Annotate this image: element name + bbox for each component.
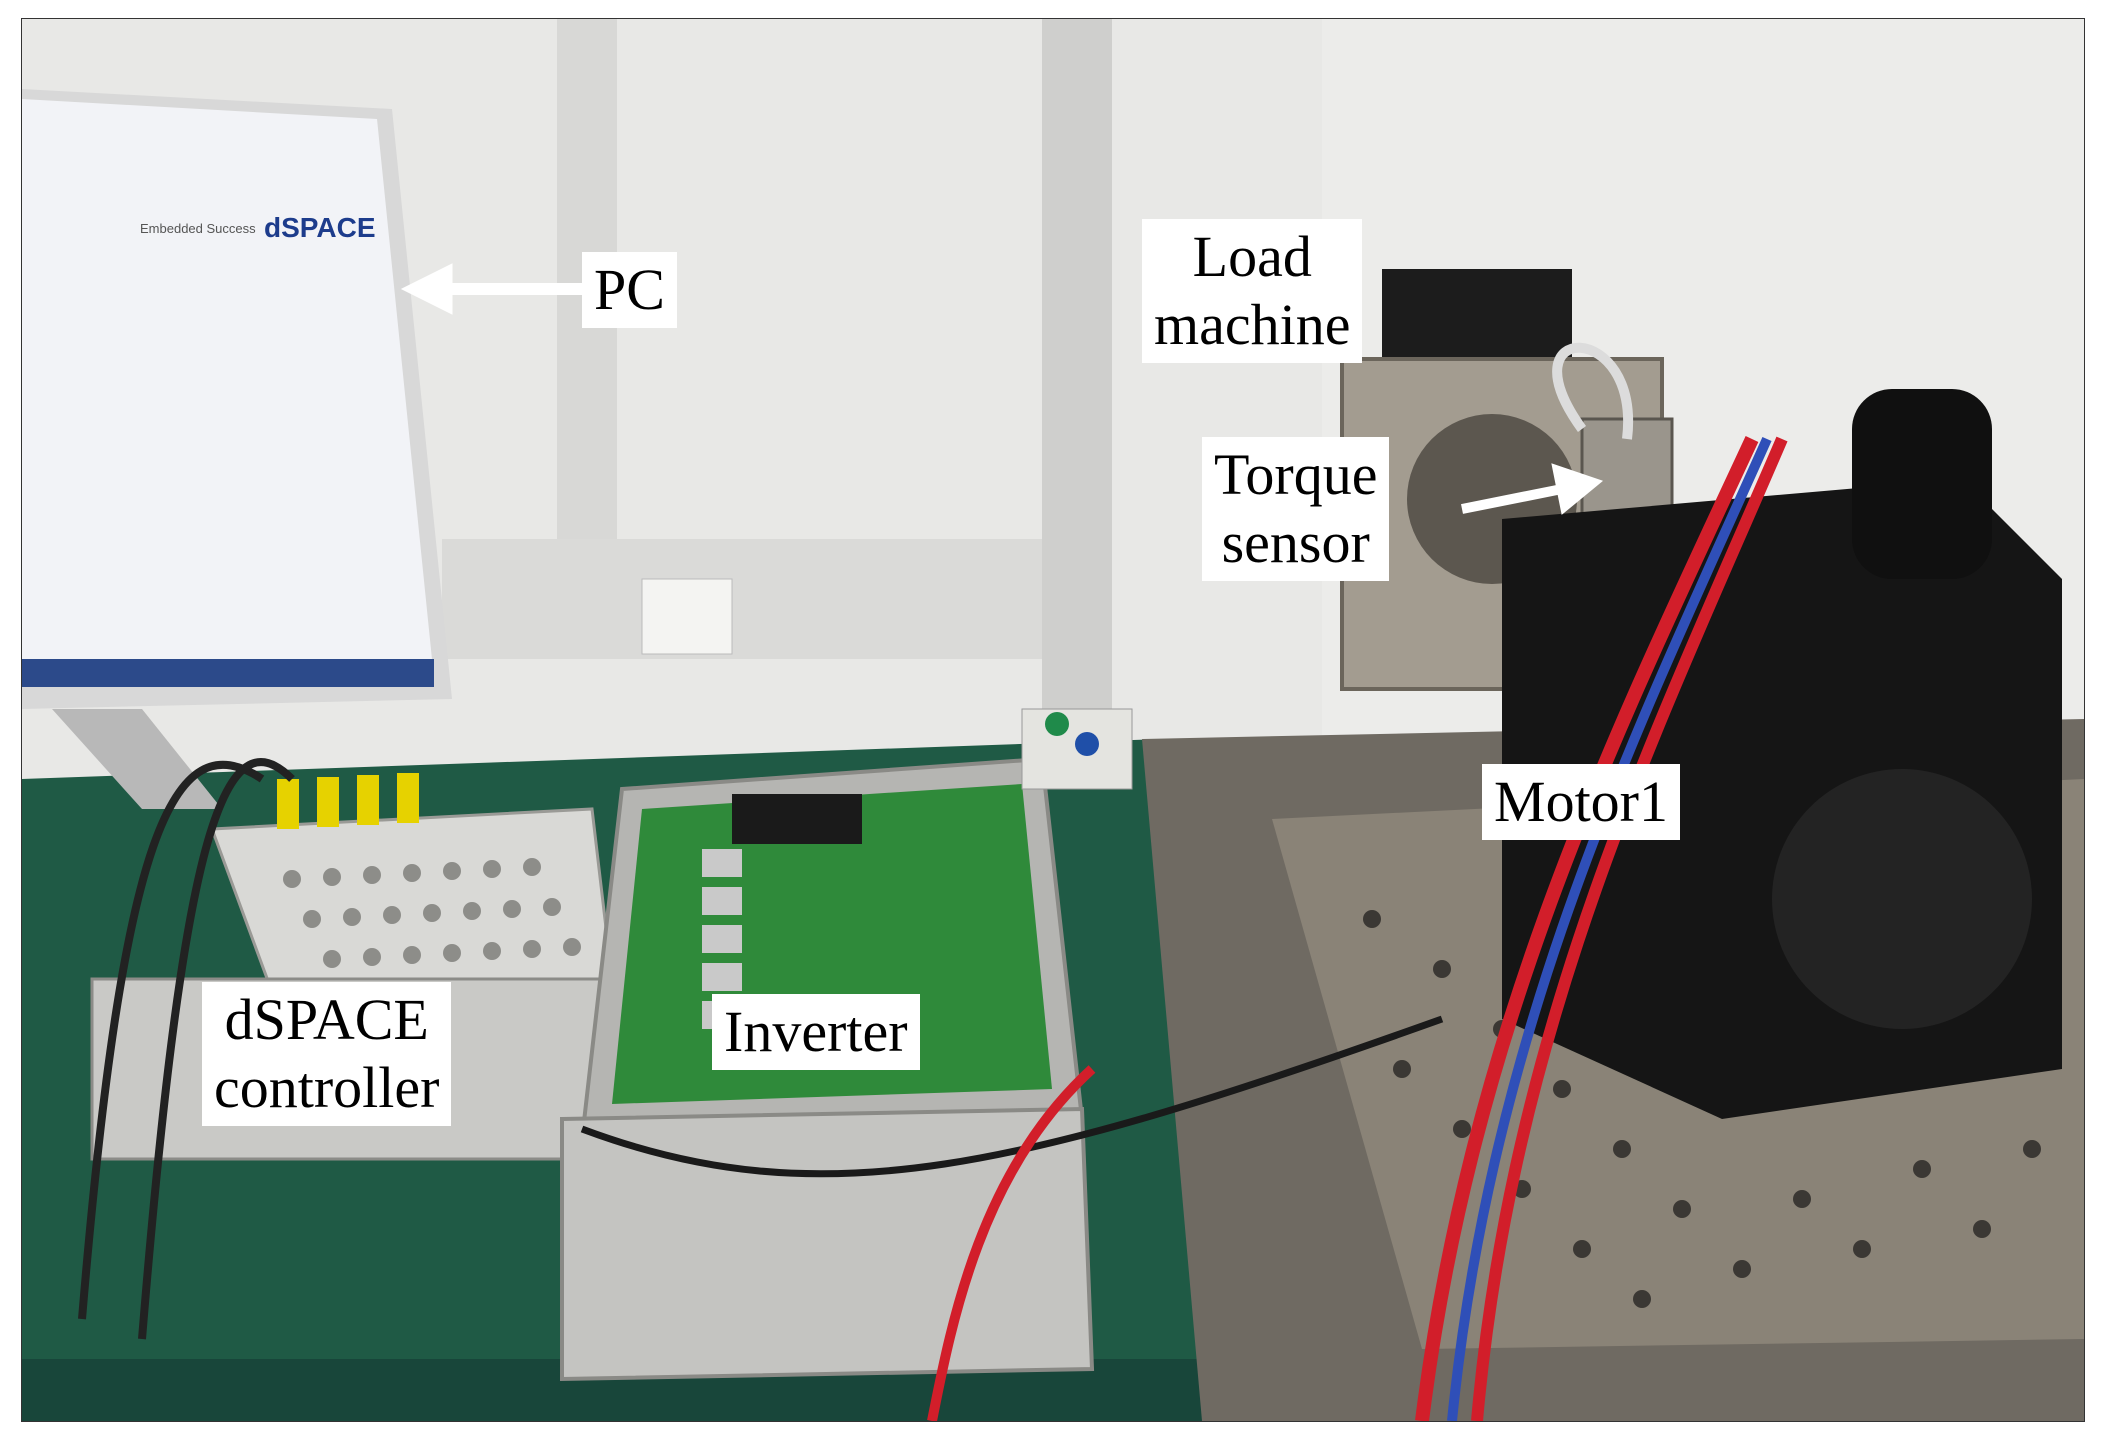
label-torque-sensor-line2: sensor [1221, 510, 1370, 575]
arrow-pc-head [400, 263, 453, 315]
arrow-torque [1461, 484, 1563, 514]
rig-plate-holes [1363, 910, 2041, 1308]
wall-duct [442, 539, 1042, 659]
cable-red-2 [1471, 436, 1788, 1421]
label-load-machine-line2: machine [1154, 292, 1351, 357]
yellow-bnc-plugs [277, 773, 419, 829]
label-torque-sensor: Torque sensor [1202, 437, 1390, 581]
cable-blue [1447, 436, 1772, 1421]
cable-red-1 [1415, 436, 1759, 1421]
monitor-stand [52, 709, 222, 809]
cable-bundle [78, 760, 265, 1320]
label-inverter: Inverter [712, 994, 920, 1070]
inverter-component [732, 794, 862, 844]
bnc-connectors [283, 858, 581, 968]
monitor-screen [22, 99, 434, 687]
monitor-brand: dSPACE [264, 212, 376, 243]
label-load-machine-line1: Load [1192, 224, 1312, 289]
monitor-taskbar [22, 659, 434, 687]
wall-socket [641, 578, 733, 655]
green-button [1045, 712, 1069, 736]
blue-button [1075, 732, 1099, 756]
label-load-machine: Load machine [1142, 219, 1363, 363]
load-machine-top [1382, 269, 1572, 369]
cable-red-bench [927, 1065, 1096, 1421]
label-dspace-line2: controller [214, 1055, 440, 1120]
motor1-connector [1852, 389, 1992, 579]
arrows [400, 263, 1604, 515]
pillar [1042, 19, 1112, 779]
label-pc: PC [582, 252, 677, 328]
sensor-cable [1552, 342, 1634, 440]
photo: Embedded Success dSPACE PC Load machine … [21, 18, 2085, 1422]
label-dspace-controller: dSPACE controller [202, 982, 452, 1126]
label-torque-sensor-line1: Torque [1214, 442, 1378, 507]
label-motor1: Motor1 [1482, 764, 1680, 840]
cable-bundle-2 [138, 758, 295, 1340]
cable-black [580, 1015, 1444, 1178]
motor1-endcap [1772, 769, 2032, 1029]
arrow-torque-head [1551, 463, 1604, 515]
label-dspace-line1: dSPACE [224, 987, 429, 1052]
monitor-tagline: Embedded Success [140, 221, 256, 236]
